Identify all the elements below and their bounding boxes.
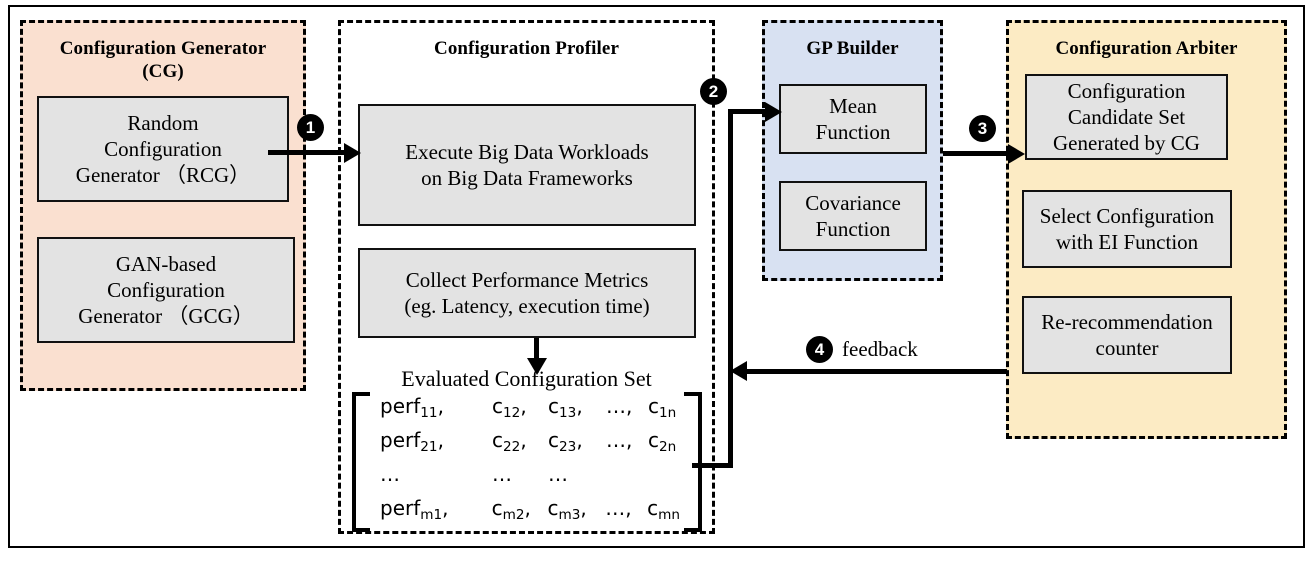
matrix-cell: perf21, (380, 428, 444, 456)
connector-2-top-segment (728, 109, 772, 114)
box-recounter-line2: counter (1095, 336, 1159, 360)
matrix-cell: cmn (647, 496, 680, 524)
step-badge-3: 3 (969, 115, 996, 142)
panel-arbiter-title: Configuration Arbiter (1055, 38, 1238, 59)
step-badge-4: 4 (806, 336, 833, 363)
matrix-cell: perf11, (380, 394, 444, 422)
panel-cg-title-line1: Configuration Generator (59, 38, 267, 59)
matrix-cell: …, (605, 496, 632, 520)
box-recounter-line1: Re-recommendation (1041, 310, 1213, 334)
box-mean-function[interactable]: Mean Function (779, 84, 927, 154)
box-rcg-line2: Configuration (104, 137, 222, 161)
matrix-cell: c12, (492, 394, 527, 422)
box-execute-line1: Execute Big Data Workloads (405, 140, 649, 164)
box-gcg-line2: Configuration (107, 278, 225, 302)
box-select-line1: Select Configuration (1039, 204, 1215, 228)
box-candidate-line1: Configuration (1067, 79, 1186, 103)
box-execute-line2: on Big Data Frameworks (421, 166, 633, 190)
box-collect-performance-metrics[interactable]: Collect Performance Metrics (eg. Latency… (358, 248, 696, 338)
box-random-configuration-generator[interactable]: Random Configuration Generator （RCG） (37, 96, 289, 202)
box-collect-line2: (eg. Latency, execution time) (404, 294, 650, 318)
matrix-cell: perfm1, (380, 496, 449, 524)
label-evaluated-configuration-set: Evaluated Configuration Set (401, 366, 652, 391)
connector-3-line (943, 151, 1015, 156)
box-gan-based-configuration-generator[interactable]: GAN-based Configuration Generator （GCG） (37, 237, 295, 343)
matrix-cell: cm2, (491, 496, 531, 524)
arrowhead-collect-to-set (527, 358, 547, 375)
panel-cg-title-line2: (CG) (142, 61, 184, 82)
arrowhead-3 (1008, 144, 1025, 164)
arrowhead-1 (344, 143, 361, 163)
connector-2-vertical-spine (728, 109, 733, 466)
box-candidate-line3: Generated by CG (1053, 131, 1200, 155)
matrix-cell: c2n (648, 428, 677, 456)
matrix-bracket-left (352, 392, 370, 532)
matrix-body: perf11, c12, c13, …, c1n perf21, c22, c23, …, c2n… (380, 394, 680, 530)
connector-collect-to-set (534, 338, 539, 360)
matrix-cell: c22, (492, 428, 527, 456)
box-mean-line2: Function (815, 120, 891, 144)
matrix-cell: c23, (548, 428, 583, 456)
matrix-cell: … (548, 462, 569, 486)
box-collect-line1: Collect Performance Metrics (405, 268, 649, 292)
matrix-row: perf21, c22, c23, …, c2n (380, 428, 680, 462)
matrix-evaluated-configuration-set: perf11, c12, c13, …, c1n perf21, c22, c23, …, c2n… (352, 392, 702, 532)
label-feedback: feedback (842, 337, 918, 361)
box-rcg-line3: Generator （RCG） (75, 163, 251, 187)
connector-4-feedback-line (745, 369, 1007, 374)
matrix-row: perf11, c12, c13, …, c1n (380, 394, 680, 428)
matrix-cell: …, (606, 394, 633, 418)
matrix-cell: c1n (648, 394, 677, 422)
step-badge-1: 1 (297, 114, 324, 141)
box-gcg-line1: GAN-based (115, 252, 217, 276)
matrix-row: … … … (380, 462, 680, 496)
box-execute-big-data-workloads[interactable]: Execute Big Data Workloads on Big Data F… (358, 104, 696, 226)
box-select-line2: with EI Function (1055, 230, 1199, 254)
box-re-recommendation-counter[interactable]: Re-recommendation counter (1022, 296, 1232, 374)
matrix-cell: … (492, 462, 513, 486)
matrix-cell: c13, (548, 394, 583, 422)
matrix-bracket-right (684, 392, 702, 532)
matrix-cell: …, (606, 428, 633, 452)
box-mean-line1: Mean (829, 94, 877, 118)
box-gcg-line3: Generator （GCG） (78, 304, 254, 328)
box-configuration-candidate-set[interactable]: Configuration Candidate Set Generated by… (1025, 74, 1228, 160)
matrix-row: perfm1, cm2, cm3, …, cmn (380, 496, 680, 530)
box-candidate-line2: Candidate Set (1067, 105, 1186, 129)
connector-2-bottom-segment (692, 463, 733, 468)
matrix-cell: cm3, (547, 496, 587, 524)
arrowhead-4 (730, 361, 747, 381)
panel-profiler-title: Configuration Profiler (434, 38, 619, 59)
box-covariance-line1: Covariance (805, 191, 901, 215)
arrowhead-2 (765, 102, 782, 122)
panel-gp-title: GP Builder (806, 38, 899, 59)
box-covariance-line2: Function (815, 217, 891, 241)
step-badge-2: 2 (700, 78, 727, 105)
box-covariance-function[interactable]: Covariance Function (779, 181, 927, 251)
matrix-cell: … (380, 462, 401, 486)
box-rcg-line1: Random (127, 111, 199, 135)
connector-1-line (268, 150, 346, 155)
box-select-configuration-with-ei[interactable]: Select Configuration with EI Function (1022, 190, 1232, 268)
